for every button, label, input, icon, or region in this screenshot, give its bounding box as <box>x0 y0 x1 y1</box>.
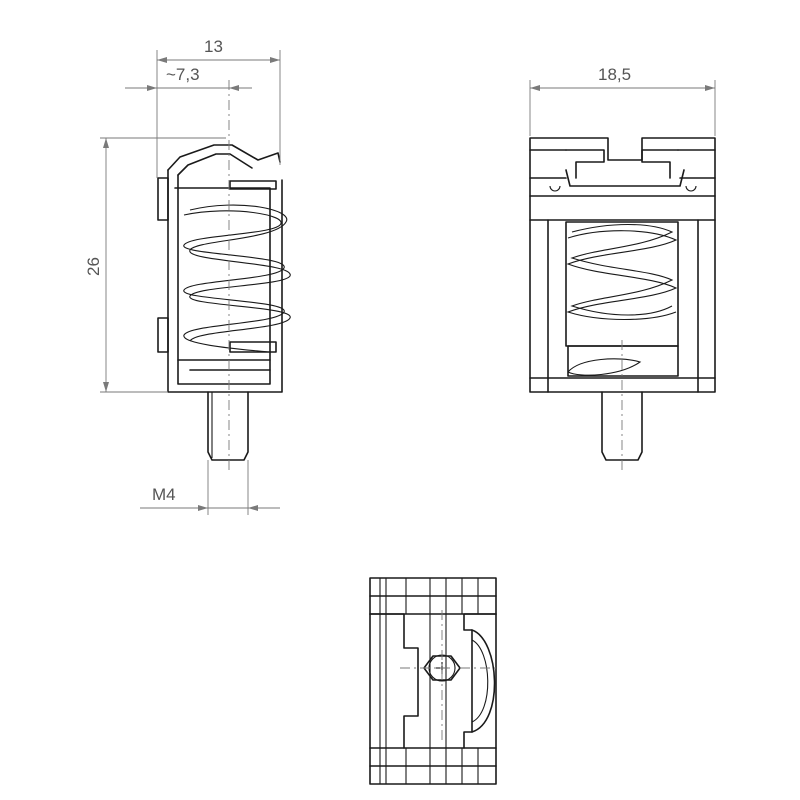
spring-front <box>566 224 678 320</box>
spring-side <box>183 204 291 353</box>
front-view: 18,5 <box>529 65 716 470</box>
dim-offset-approx: ~7,3 <box>166 65 200 84</box>
dim-width-overall: 13 <box>204 37 223 56</box>
bolt-side <box>207 391 249 461</box>
top-view <box>369 577 497 785</box>
dim-thread: M4 <box>152 485 176 504</box>
side-view: 13 ~7,3 26 M4 <box>84 37 291 515</box>
dim-height: 26 <box>84 257 103 276</box>
dim-width-front: 18,5 <box>598 65 631 84</box>
